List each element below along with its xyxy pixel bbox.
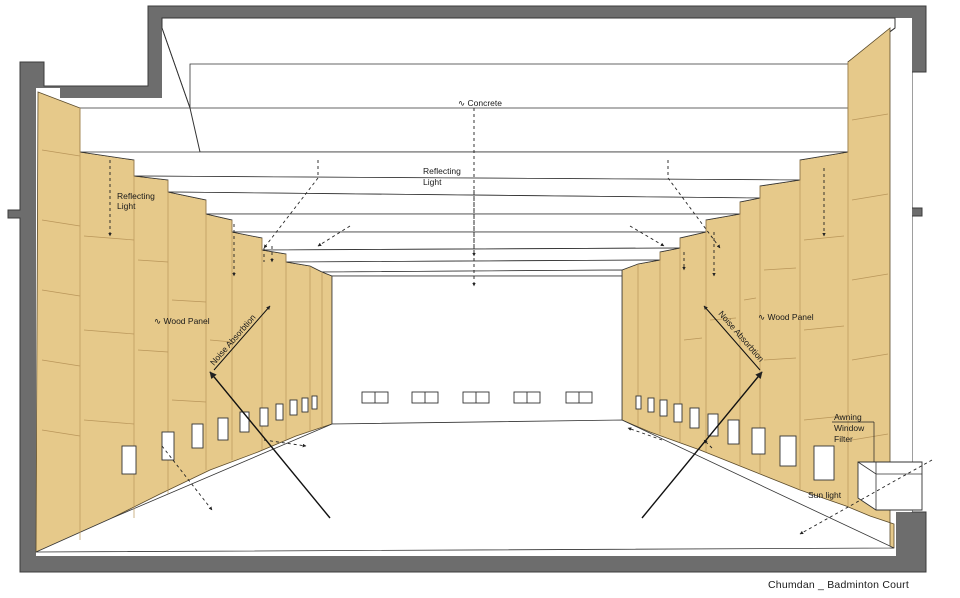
panel-joint <box>83 419 135 425</box>
window <box>275 403 284 421</box>
panel-joint <box>851 353 889 361</box>
ceiling-slab <box>161 17 896 153</box>
panel-joint <box>803 325 845 331</box>
panel-joint <box>41 429 81 437</box>
panel-joint <box>803 235 845 241</box>
panel-joint <box>851 113 889 121</box>
window <box>751 427 766 455</box>
window <box>121 445 137 475</box>
panel-joint <box>683 337 703 341</box>
light-path <box>799 459 933 535</box>
label-awning: Awning <box>834 412 862 422</box>
panel-joint <box>137 349 169 353</box>
panel-joint <box>41 289 81 297</box>
label-reflecting-center-2: Light <box>423 177 442 187</box>
window <box>289 399 298 416</box>
window <box>647 397 655 413</box>
window <box>813 445 835 481</box>
light-path <box>161 445 213 511</box>
light-path <box>667 177 721 249</box>
window <box>191 423 204 449</box>
label-concrete: ∿ Concrete <box>458 98 502 108</box>
label-reflecting-center: Reflecting <box>423 166 461 176</box>
awning-window-filter <box>857 461 923 511</box>
window <box>673 403 683 423</box>
label-window: Window <box>834 423 865 433</box>
windows <box>121 391 835 481</box>
label-reflecting-left: Reflecting <box>117 191 155 201</box>
light-path <box>629 225 665 247</box>
light-paths <box>108 108 933 535</box>
window <box>259 407 269 427</box>
window <box>161 431 175 461</box>
court-floor <box>35 419 895 553</box>
panel-joint <box>803 415 845 421</box>
window <box>727 419 740 445</box>
panel-joint <box>171 299 207 303</box>
window <box>635 395 642 410</box>
label-wood-panel-right: ∿ Wood Panel <box>758 312 814 322</box>
light-path <box>263 439 307 448</box>
panel-joint <box>851 193 889 201</box>
window <box>239 411 250 433</box>
window <box>311 395 318 410</box>
panel-joint <box>209 339 233 343</box>
light-path <box>703 439 713 449</box>
window <box>217 417 229 441</box>
label-filter: Filter <box>834 434 853 444</box>
panel-joint <box>851 433 889 441</box>
label-sun-light: Sun light <box>808 490 842 500</box>
label-wood-panel-left: ∿ Wood Panel <box>154 316 210 326</box>
light-path <box>317 225 351 247</box>
panel-joint <box>41 359 81 367</box>
window <box>779 435 797 467</box>
light-path <box>627 427 663 441</box>
light-path <box>263 177 319 249</box>
panel-joint <box>763 357 797 361</box>
window <box>689 407 700 429</box>
panel-joint <box>763 267 797 271</box>
panel-joint <box>83 329 135 335</box>
noise-absorption-arrows <box>209 305 763 519</box>
window <box>301 397 309 413</box>
panel-joint <box>709 317 737 321</box>
window <box>659 399 668 417</box>
panel-joint <box>137 259 169 263</box>
panel-joint <box>83 235 135 241</box>
panel-joint <box>41 149 81 157</box>
panel-joint <box>851 273 889 281</box>
label-reflecting-left-2: Light <box>117 201 136 211</box>
panel-joint <box>41 219 81 227</box>
caption: Chumdan _ Badminton Court <box>768 579 909 591</box>
panel-joint <box>743 297 757 301</box>
panel-joint <box>171 399 207 403</box>
